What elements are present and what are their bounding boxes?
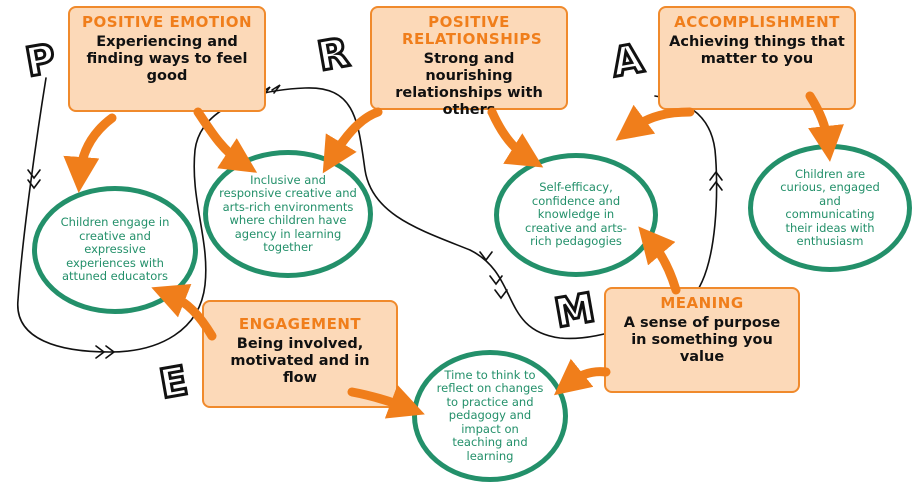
box-accomplishment-title: ACCOMPLISHMENT (674, 13, 840, 31)
arrow-relationships-to-inclusive (322, 107, 383, 174)
arrow-emotion-to-inclusive (193, 107, 258, 173)
chevron-5 (709, 170, 723, 191)
circle-children-engage-text: Children engage in creative and expressi… (60, 215, 170, 284)
arrow-relationships-to-efficacy (487, 107, 544, 168)
arrow-accomplishment-to-curious (805, 91, 844, 162)
box-meaning-text: A sense of purpose in something you valu… (623, 315, 781, 365)
box-positive-relationships-text: Strong and nourishing relationships with… (395, 51, 543, 118)
box-engagement-title: ENGAGEMENT (238, 315, 362, 333)
chevron-2 (95, 345, 116, 359)
box-engagement-text: Being involved, motivated and in flow (230, 336, 370, 386)
box-meaning: MEANING A sense of purpose in something … (604, 287, 800, 393)
arrow-emotion-to-engage (63, 113, 117, 193)
circle-self-efficacy-text: Self-efficacy, confidence and knowledge … (525, 180, 627, 249)
circle-children-curious-text: Children are curious, engaged and commun… (780, 166, 880, 248)
circle-children-curious: Children are curious, engaged and commun… (748, 144, 912, 272)
circle-time-to-reflect-text: Time to think to reflect on changes to p… (436, 367, 544, 463)
circle-inclusive-environments-text: Inclusive and responsive creative and ar… (219, 172, 357, 254)
chevron-4 (479, 251, 508, 300)
box-accomplishment-text: Achieving things that matter to you (669, 34, 845, 67)
arrow-meaning-to-efficacy (638, 226, 681, 295)
box-meaning-title: MEANING (660, 294, 744, 312)
arrow-engagement-to-engage (151, 283, 217, 341)
circle-self-efficacy: Self-efficacy, confidence and knowledge … (494, 153, 658, 277)
box-positive-emotion-text: Experiencing and finding ways to feel go… (86, 34, 248, 84)
chevron-1 (27, 169, 41, 190)
box-positive-relationships-title: POSITIVE RELATIONSHIPS (402, 13, 543, 48)
box-positive-relationships: POSITIVE RELATIONSHIPS Strong and nouris… (370, 6, 568, 118)
arrow-meaning-to-reflect (553, 358, 611, 396)
arrow-engagement-to-reflect (347, 384, 425, 419)
arrow-accomplishment-to-efficacy (615, 104, 695, 141)
box-positive-emotion-title: POSITIVE EMOTION (81, 13, 253, 31)
box-engagement: ENGAGEMENT Being involved, motivated and… (202, 300, 398, 408)
box-positive-emotion: POSITIVE EMOTION Experiencing and findin… (68, 6, 266, 112)
box-accomplishment: ACCOMPLISHMENT Achieving things that mat… (658, 6, 856, 110)
